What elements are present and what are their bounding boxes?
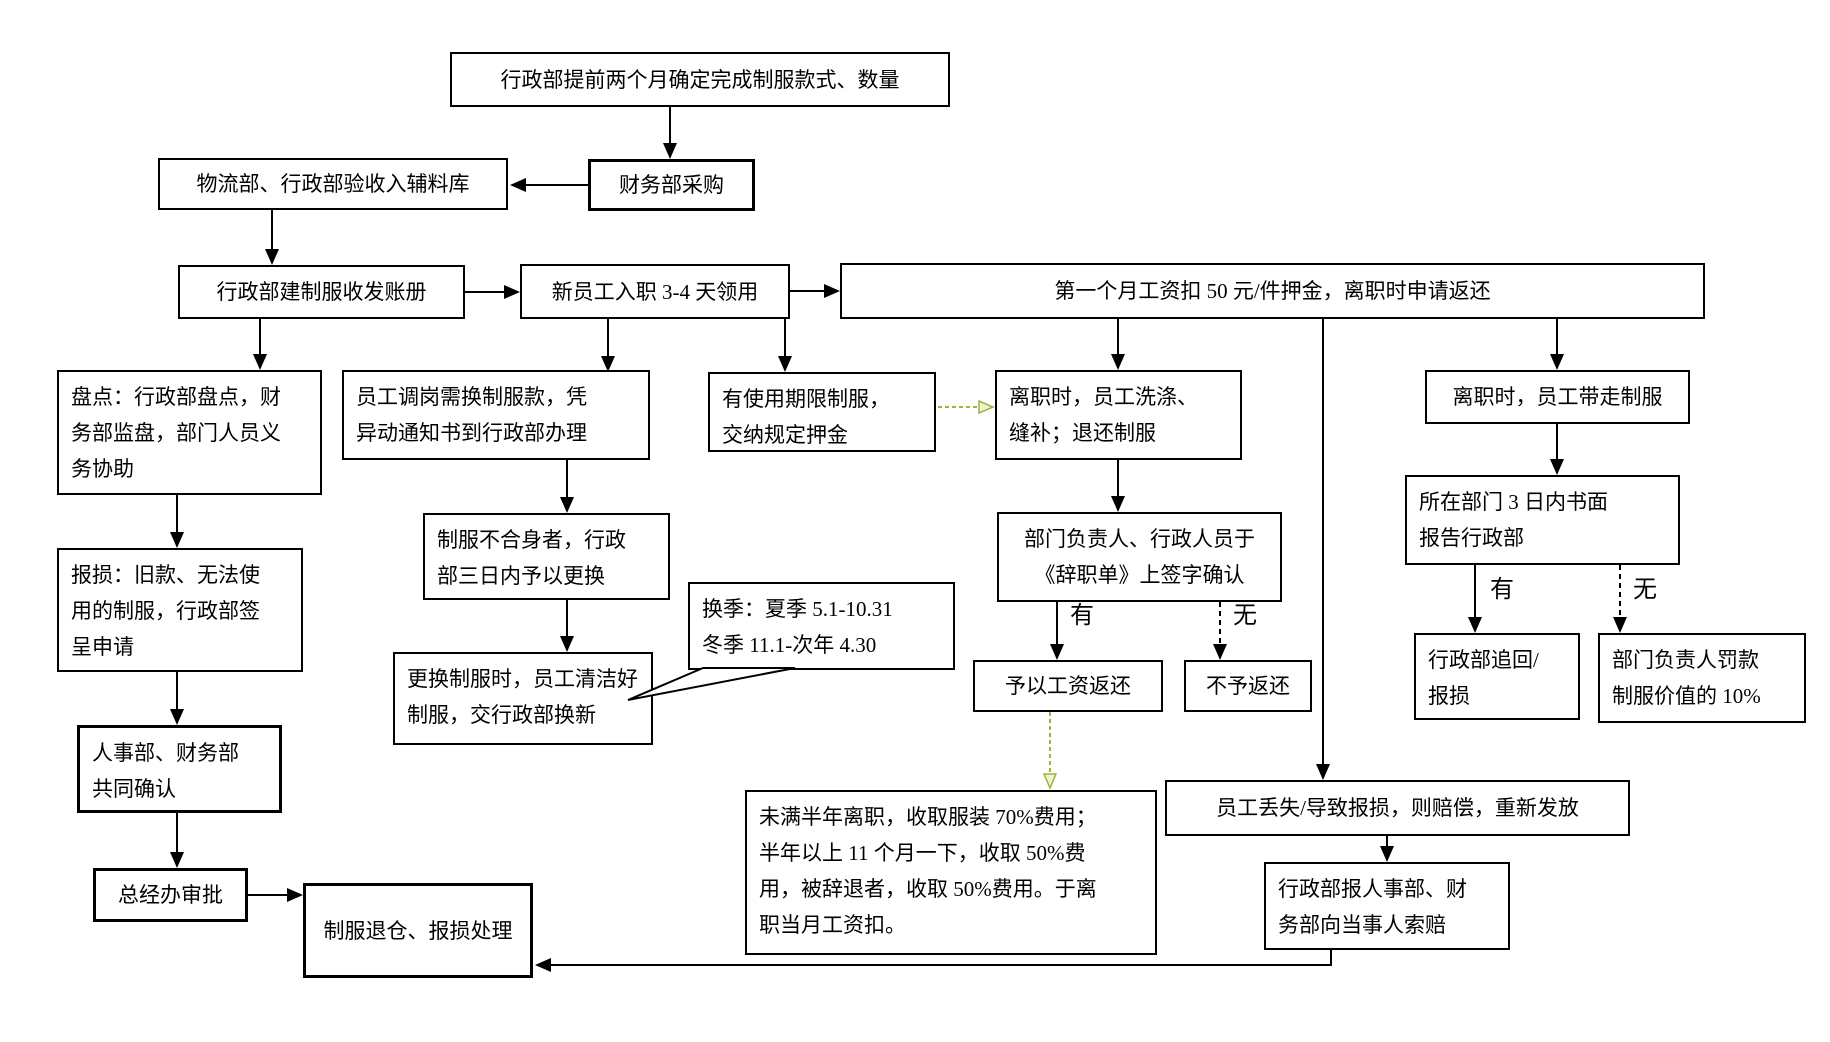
flow-node-exchange-clean: 更换制服时，员工清洁好 制服，交行政部换新 xyxy=(393,652,653,745)
flow-node-leave-wash: 离职时，员工洗涤、 缝补；退还制服 xyxy=(995,370,1242,460)
flow-node-term-uniform: 有使用期限制服， 交纳规定押金 xyxy=(708,372,936,452)
flow-node-ledger: 行政部建制服收发账册 xyxy=(178,265,465,319)
flow-node-hr-finance-confirm: 人事部、财务部 共同确认 xyxy=(77,725,282,813)
flow-node-inventory: 盘点：行政部盘点，财 务部监盘，部门人员义 务协助 xyxy=(57,370,322,495)
flow-node-ill-fitting: 制服不合身者，行政 部三日内予以更换 xyxy=(423,513,670,600)
flow-node-refund-no: 不予返还 xyxy=(1184,660,1312,712)
flow-node-resign-sign: 部门负责人、行政人员于 《辞职单》上签字确认 xyxy=(997,512,1282,602)
flow-node-leave-take: 离职时，员工带走制服 xyxy=(1425,370,1690,424)
flow-node-finance-purchase: 财务部采购 xyxy=(588,159,755,211)
flow-node-deposit: 第一个月工资扣 50 元/件押金，离职时申请返还 xyxy=(840,263,1705,319)
flow-node-admin-recover: 行政部追回/ 报损 xyxy=(1414,633,1580,720)
branch-label: 无 xyxy=(1233,603,1257,629)
flow-node-refund-yes: 予以工资返还 xyxy=(973,660,1163,712)
branch-label: 有 xyxy=(1070,603,1094,629)
flow-node-fee-rules: 未满半年离职，收取服装 70%费用； 半年以上 11 个月一下，收取 50%费 … xyxy=(745,790,1157,955)
flow-node-claim: 行政部报人事部、财 务部向当事人索赔 xyxy=(1264,862,1510,950)
branch-label: 无 xyxy=(1633,577,1657,603)
callout-tail xyxy=(627,667,796,701)
flow-node-return-warehouse: 制服退仓、报损处理 xyxy=(303,883,533,978)
flow-node-gm-approve: 总经办审批 xyxy=(93,868,248,922)
flow-node-lost-compensate: 员工丢失/导致报损，则赔偿，重新发放 xyxy=(1165,780,1630,836)
flow-node-transfer: 员工调岗需换制服款，凭 异动通知书到行政部办理 xyxy=(342,370,650,460)
flow-node-damage-report: 报损：旧款、无法使 用的制服，行政部签 呈申请 xyxy=(57,548,303,672)
flow-node-warehouse-inspect: 物流部、行政部验收入辅料库 xyxy=(158,158,508,210)
flow-node-season-note: 换季：夏季 5.1-10.31 冬季 11.1-次年 4.30 xyxy=(688,582,955,670)
flow-node-dept-fine: 部门负责人罚款 制服价值的 10% xyxy=(1598,633,1806,723)
flow-node-new-employee: 新员工入职 3-4 天领用 xyxy=(520,264,790,319)
flow-node-dept-report: 所在部门 3 日内书面 报告行政部 xyxy=(1405,475,1680,565)
branch-label: 有 xyxy=(1490,577,1514,603)
flow-node-determine-style: 行政部提前两个月确定完成制服款式、数量 xyxy=(450,52,950,107)
